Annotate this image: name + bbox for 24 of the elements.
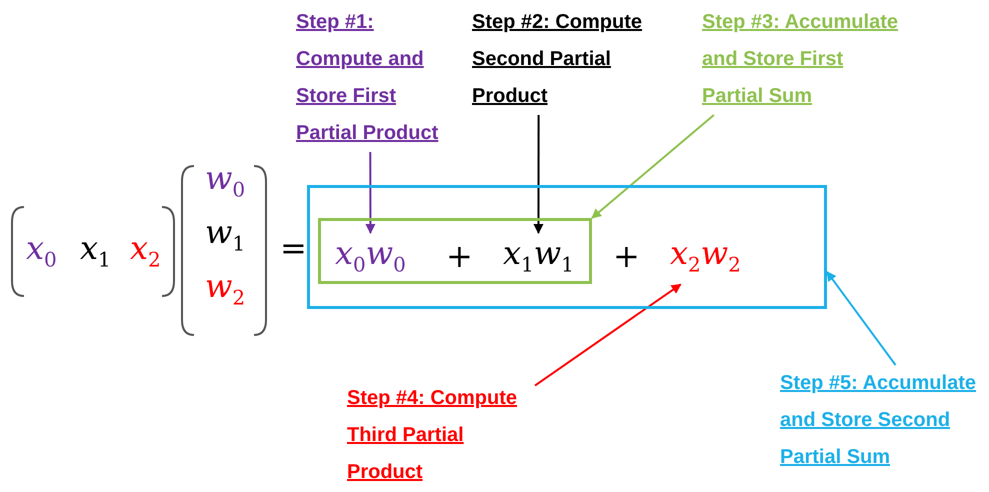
step-annotation: Step #2: Compute Second Partial Product xyxy=(472,4,657,115)
vector-entry: w$_{2}$ xyxy=(205,266,246,312)
step-annotation: Step #3: Accumulate and Store First Partial Sum xyxy=(702,4,900,115)
math-operator: + xyxy=(613,236,640,276)
math-operator: + xyxy=(446,236,473,276)
step-annotation: Step #4: Compute Third Partial Product xyxy=(347,380,535,491)
vector-entry: w$_{1}$ xyxy=(205,212,246,258)
vector-entry: w$_{0}$ xyxy=(205,158,246,204)
inner-frame xyxy=(318,218,592,284)
arrow xyxy=(365,152,376,234)
vector-entry: x$_{2}$ xyxy=(130,228,161,274)
arrow xyxy=(534,284,682,386)
math-operator: = xyxy=(280,228,307,268)
step-annotation: Step #1: Compute and Store First Partial Product xyxy=(296,4,454,152)
vector-entry: x$_{0}$ xyxy=(26,228,57,274)
product-term: x$_{0}$w$_{0}$ xyxy=(335,233,406,284)
product-term: x$_{2}$w$_{2}$ xyxy=(670,233,741,284)
step-annotation: Step #5: Accumulate and Store Second Partial Sum xyxy=(780,365,989,476)
arrow xyxy=(533,115,544,234)
product-term: x$_{1}$w$_{1}$ xyxy=(503,233,574,284)
outer-frame xyxy=(307,185,827,309)
arrow xyxy=(826,271,896,366)
arrow xyxy=(591,114,715,219)
vector-entry: x$_{1}$ xyxy=(80,228,111,274)
